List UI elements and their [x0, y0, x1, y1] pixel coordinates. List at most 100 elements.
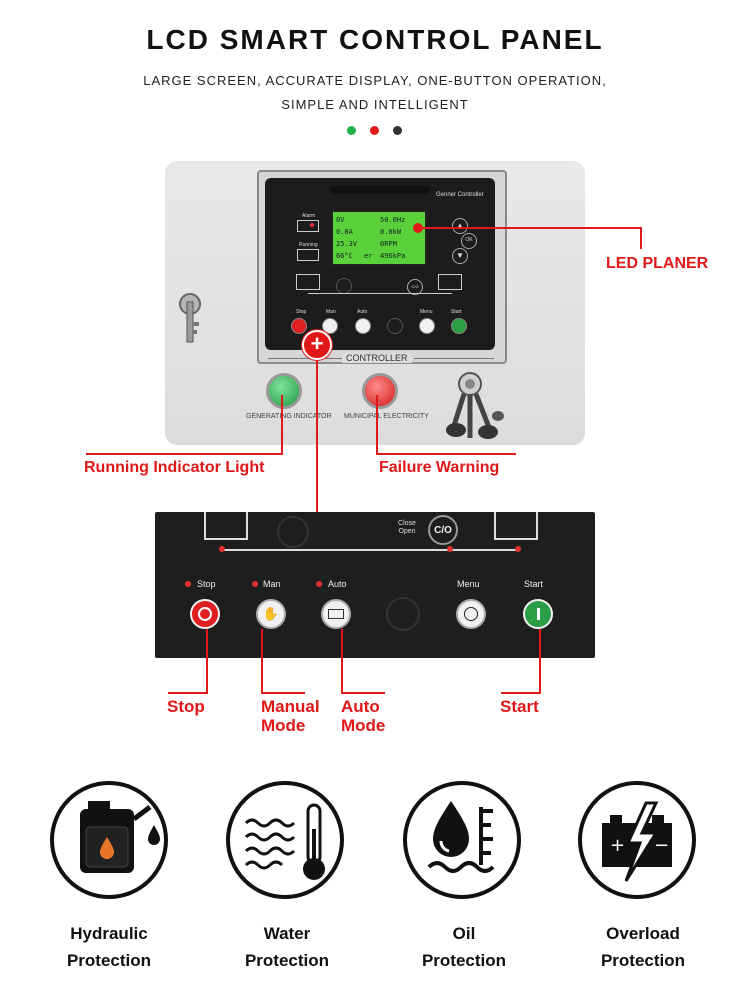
lcd-row4-right: 496kPa	[380, 252, 406, 260]
auto-button[interactable]	[321, 599, 351, 629]
subtitle-line-1: LARGE SCREEN, ACCURATE DISPLAY, ONE-BUTT…	[143, 73, 607, 88]
down-arrow-button[interactable]: ▼	[452, 248, 468, 264]
oil-protection-circle	[403, 781, 521, 899]
start-button[interactable]	[523, 599, 553, 629]
co-switch-led	[447, 546, 453, 552]
manual-mode-line1: Manual	[261, 697, 320, 716]
menu-label-small: Menu	[420, 309, 433, 315]
start-callout: Start	[500, 697, 539, 716]
auto-callout-line	[341, 629, 343, 692]
led-planer-callout: LED PLANER	[606, 255, 709, 272]
stop-button-small[interactable]	[291, 318, 307, 334]
running-callout-line-h	[86, 453, 283, 455]
running-label: Running	[299, 242, 318, 248]
manual-mode-callout: Manual Mode	[261, 697, 320, 735]
overload-protection-circle: + −	[578, 781, 696, 899]
water-line1: Water	[263, 924, 311, 943]
blank-button-small-2[interactable]	[387, 318, 403, 334]
lcd-row2-right: 0.0kW	[380, 228, 402, 236]
co-button[interactable]: C/O	[428, 515, 458, 545]
generator-icon	[296, 274, 320, 290]
auto-label-small: Auto	[357, 309, 368, 315]
hydraulic-protection-circle	[50, 781, 168, 899]
alarm-icon	[297, 220, 319, 232]
lcd-row3-right: 0RPM	[380, 240, 397, 248]
stop-callout: Stop	[167, 697, 205, 716]
failure-warning-callout: Failure Warning	[379, 459, 500, 476]
running-icon	[297, 249, 319, 261]
keys-icon	[440, 372, 510, 449]
alarm-label: Alarm	[302, 213, 316, 219]
mains-switch-led	[515, 546, 521, 552]
key-lock-icon	[176, 292, 204, 357]
battery-bolt-icon: + −	[602, 801, 672, 882]
stop-label-small: Stop	[296, 309, 307, 315]
green-dot	[347, 126, 356, 135]
water-protection-label: Water Protection	[207, 920, 367, 974]
stop-button[interactable]	[190, 599, 220, 629]
zoom-plus-icon[interactable]: +	[302, 330, 332, 360]
led-callout-dot	[413, 223, 423, 233]
overload-protection-label: Overload Protection	[563, 920, 723, 974]
start-callout-line	[539, 629, 541, 692]
up-arrow-button[interactable]: ▲	[452, 218, 468, 234]
menu-button[interactable]	[456, 599, 486, 629]
municipal-indicator-light	[362, 373, 398, 409]
hydraulic-protection-label: Hydraulic Protection	[29, 920, 189, 974]
lcd-row1-right: 50.0Hz	[380, 216, 406, 224]
mains-icon	[438, 274, 462, 290]
auto-icon	[328, 609, 344, 619]
subtitle-line-2: SIMPLE AND INTELLIGENT	[281, 97, 469, 112]
co-button-small[interactable]: C/O	[407, 279, 423, 295]
generating-indicator-label: GENERATING INDICATOR	[246, 413, 332, 420]
menu-icon	[464, 607, 478, 621]
running-callout-line	[281, 395, 283, 453]
man-label: Man	[263, 579, 281, 589]
lcd-row4-left: 66°C	[336, 252, 353, 260]
start-button-small[interactable]	[451, 318, 467, 334]
led-callout-line-v	[640, 227, 642, 249]
manual-mode-line2: Mode	[261, 716, 306, 735]
running-indicator-callout: Running Indicator Light	[84, 459, 265, 476]
ok-button[interactable]: OK	[461, 233, 477, 249]
oil-protection-label: Oil Protection	[384, 920, 544, 974]
auto-led	[316, 581, 322, 587]
man-led	[252, 581, 258, 587]
start-label: Start	[524, 579, 544, 589]
close-open-label: Close Open	[398, 520, 416, 535]
switch-line	[222, 549, 518, 551]
gen-switch-led	[219, 546, 225, 552]
generator-icon-large	[204, 512, 248, 540]
oil-line1: Oil	[452, 924, 476, 943]
page-title: LCD SMART CONTROL PANEL	[146, 24, 604, 55]
caption-rule-right	[414, 358, 494, 359]
blank-button[interactable]	[386, 597, 420, 631]
start-label-small: Start	[451, 309, 462, 315]
auto-mode-line2: Mode	[341, 716, 386, 735]
lcd-row1-left: 0V	[336, 216, 345, 224]
water-line2: Protection	[244, 951, 330, 970]
hand-icon: ✋	[262, 606, 280, 621]
zoom-connector-line	[316, 350, 318, 516]
stop-callout-line	[206, 629, 208, 692]
failure-callout-line	[376, 395, 378, 453]
lcd-row4-mid: er	[364, 252, 373, 260]
stop-label: Stop	[197, 579, 216, 589]
manual-button[interactable]: ✋	[256, 599, 286, 629]
blank-button-small[interactable]	[336, 278, 352, 294]
stop-led	[185, 581, 191, 587]
stop-icon	[198, 607, 212, 621]
man-button-small[interactable]	[322, 318, 338, 334]
caption-rule-left	[268, 358, 342, 359]
failure-callout-line-h	[376, 453, 516, 455]
hydraulic-line2: Protection	[66, 951, 152, 970]
blank-button-top[interactable]	[277, 516, 309, 548]
overload-line2: Protection	[600, 951, 686, 970]
menu-label: Menu	[457, 579, 480, 589]
menu-button-small[interactable]	[419, 318, 435, 334]
svg-text:+: +	[610, 835, 625, 856]
municipal-indicator-label: MUNICIPAL ELECTRICITY	[344, 413, 429, 420]
auto-button-small[interactable]	[355, 318, 371, 334]
manual-callout-line	[261, 629, 263, 692]
